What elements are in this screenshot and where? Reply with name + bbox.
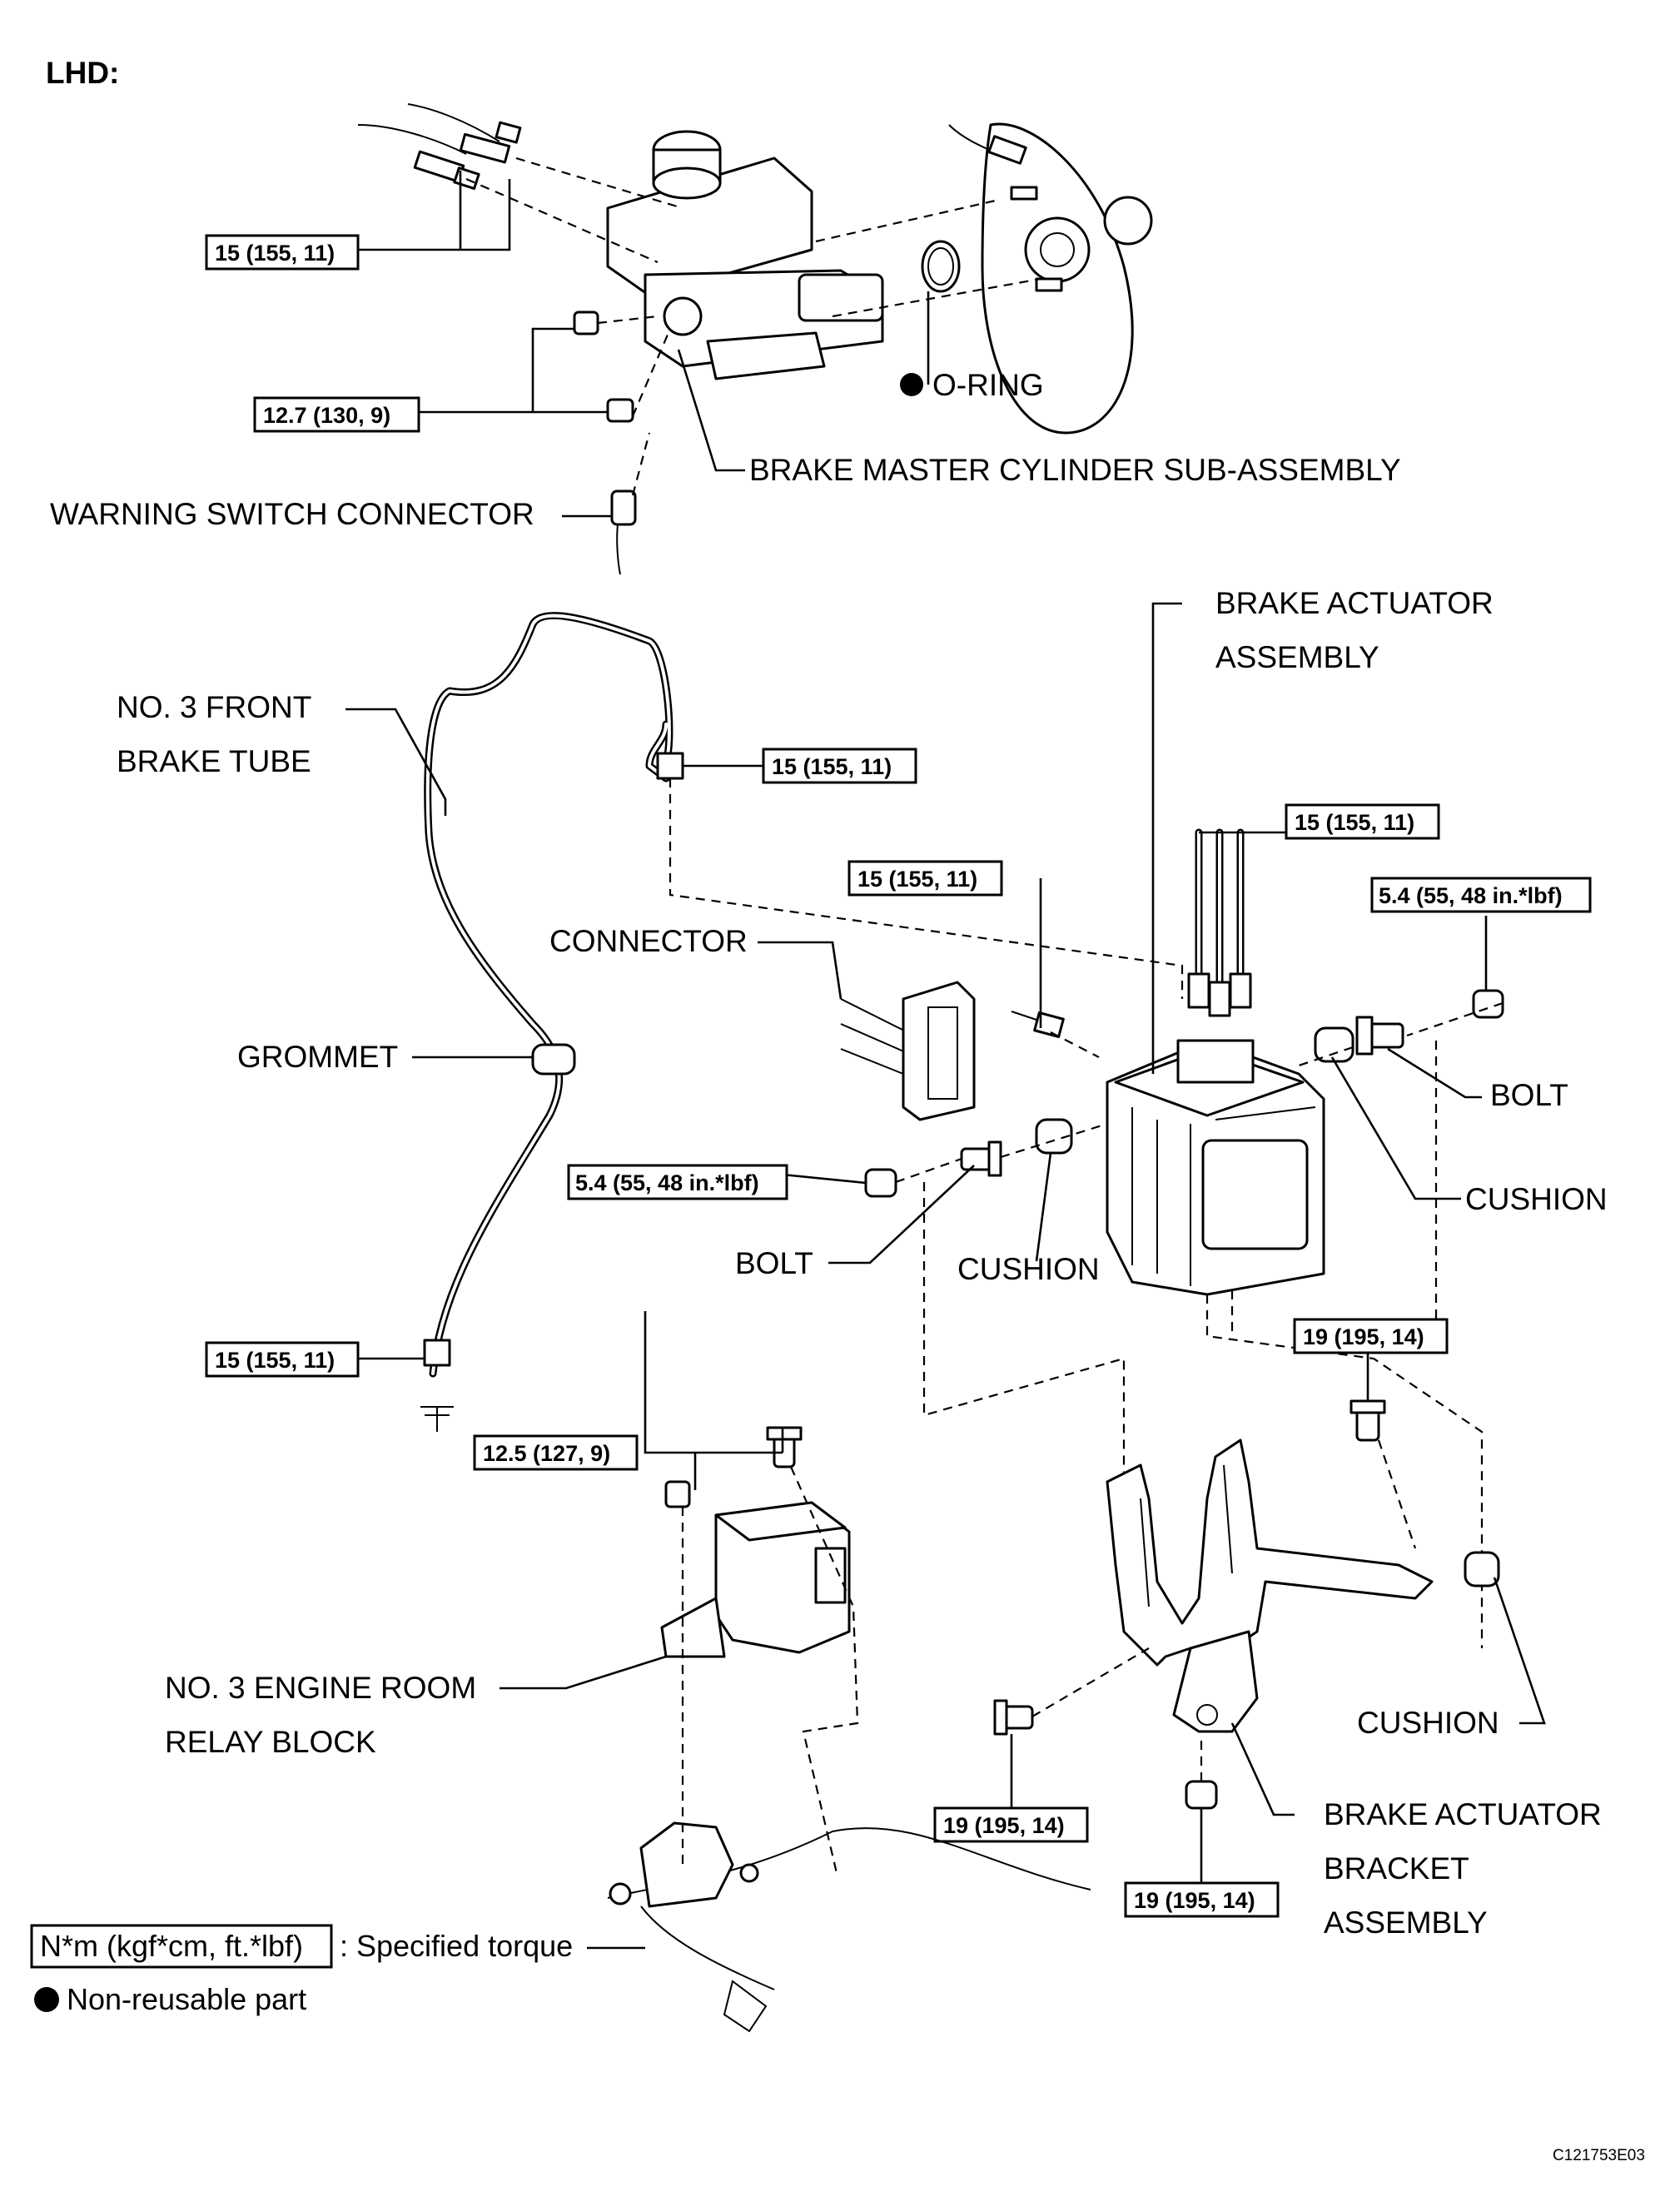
legend-nonreusable-text: Non-reusable part	[67, 1982, 306, 2016]
legend-torque-box-text: N*m (kgf*cm, ft.*lbf)	[40, 1929, 303, 1963]
svg-text:15 (155, 11): 15 (155, 11)	[857, 867, 977, 892]
lhd-heading: LHD:	[46, 56, 119, 90]
bracket-label-1: BRAKE ACTUATOR	[1324, 1797, 1602, 1831]
actuator-top-fittings-illustration	[1187, 828, 1252, 1017]
cushion-right-label: CUSHION	[1465, 1182, 1608, 1216]
bolt-right-illustration	[1355, 1016, 1404, 1056]
cushion-bottom-label: CUSHION	[1357, 1706, 1499, 1740]
cushion-left-illustration	[1035, 1118, 1073, 1155]
bracket-nut-bottom-illustration	[1185, 1780, 1218, 1810]
torque-box-actuator-top: 15 (155, 11)	[1285, 803, 1440, 840]
brake-booster-illustration	[948, 122, 1153, 435]
relay-block-label-1: NO. 3 ENGINE ROOM	[165, 1671, 476, 1705]
relay-block-nuts-illustration	[664, 1426, 803, 1508]
relay-block-illustration	[660, 1501, 851, 1658]
torque-box-relay-nuts: 12.5 (127, 9)	[473, 1434, 639, 1471]
bracket-label-3: ASSEMBLY	[1324, 1905, 1488, 1940]
cushion-bottom-illustration	[1464, 1551, 1500, 1587]
svg-text:15 (155, 11): 15 (155, 11)	[1295, 810, 1414, 835]
connector-illustration	[840, 981, 976, 1121]
bracket-bolt-left-illustration	[993, 1699, 1034, 1736]
svg-text:5.4 (55, 48 in.*lbf): 5.4 (55, 48 in.*lbf)	[575, 1170, 759, 1195]
legend-torque-desc: : Specified torque	[340, 1929, 573, 1963]
actuator-label-1: BRAKE ACTUATOR	[1215, 586, 1494, 620]
warning-switch-connector-illustration	[610, 489, 637, 575]
svg-text:19 (195, 14): 19 (195, 14)	[1134, 1888, 1255, 1913]
brake-lines-upper-illustration	[357, 103, 522, 191]
torque-box-nut-left: 5.4 (55, 48 in.*lbf)	[567, 1164, 788, 1200]
legend-nonreusable: Non-reusable part	[34, 1982, 306, 2016]
svg-text:5.4 (55, 48 in.*lbf): 5.4 (55, 48 in.*lbf)	[1379, 883, 1563, 908]
figure-code: C121753E03	[1553, 2147, 1645, 2164]
svg-text:19 (195, 14): 19 (195, 14)	[943, 1813, 1065, 1838]
svg-text:15 (155, 11): 15 (155, 11)	[772, 754, 892, 779]
svg-text:15 (155, 11): 15 (155, 11)	[215, 1348, 335, 1373]
o-ring-illustration	[921, 240, 961, 293]
legend-torque: N*m (kgf*cm, ft.*lbf) : Specified torque	[30, 1924, 645, 1969]
connector-label: CONNECTOR	[549, 924, 748, 958]
nonreusable-mark-icon	[900, 373, 923, 396]
front-brake-tube-label-1: NO. 3 FRONT	[117, 690, 311, 724]
bolt-right-label: BOLT	[1490, 1078, 1568, 1112]
bolt-left-label: BOLT	[735, 1246, 813, 1280]
torque-box-tube-upper: 15 (155, 11)	[762, 748, 917, 784]
bracket-illustration	[1106, 1438, 1434, 1733]
torque-box-bracket-nut-bottom: 19 (195, 14)	[1124, 1881, 1280, 1918]
master-cylinder-illustration	[606, 130, 884, 380]
grommet-label: GROMMET	[237, 1040, 398, 1074]
master-cylinder-nuts-illustration	[573, 311, 634, 423]
torque-box-bracket-bolt-left: 19 (195, 14)	[933, 1806, 1089, 1843]
torque-box-master-nuts: 12.7 (130, 9)	[253, 396, 420, 433]
svg-text:19 (195, 14): 19 (195, 14)	[1303, 1324, 1424, 1349]
o-ring-label: O-RING	[932, 368, 1044, 402]
relay-block-label-2: RELAY BLOCK	[165, 1725, 376, 1759]
torque-box-bracket-bolt-top: 19 (195, 14)	[1293, 1318, 1449, 1354]
torque-box-nut-right: 5.4 (55, 48 in.*lbf)	[1370, 877, 1592, 913]
bracket-bolt-top-illustration	[1349, 1399, 1386, 1442]
svg-text:12.7 (130, 9): 12.7 (130, 9)	[263, 403, 390, 428]
torque-box-tube-lower: 15 (155, 11)	[205, 1341, 360, 1378]
torque-box-master-lines: 15 (155, 11)	[205, 234, 360, 271]
nonreusable-legend-icon	[34, 1987, 59, 2012]
svg-text:12.5 (127, 9): 12.5 (127, 9)	[483, 1441, 610, 1466]
cushion-left-label: CUSHION	[957, 1252, 1100, 1286]
bracket-label-2: BRACKET	[1324, 1851, 1469, 1886]
brake-actuator-illustration	[1106, 1039, 1325, 1296]
bolt-left-illustration	[960, 1140, 1002, 1177]
body-panel-illustration	[607, 1821, 1091, 2033]
cushion-right-illustration	[1314, 1026, 1354, 1063]
actuator-side-fitting-illustration	[1011, 1011, 1065, 1039]
front-brake-tube-label-2: BRAKE TUBE	[117, 744, 311, 778]
torque-box-actuator-side: 15 (155, 11)	[847, 860, 1003, 897]
nut-left-illustration	[864, 1168, 897, 1198]
actuator-label-2: ASSEMBLY	[1215, 640, 1379, 674]
warning-switch-connector-label: WARNING SWITCH CONNECTOR	[50, 497, 534, 531]
master-cylinder-label: BRAKE MASTER CYLINDER SUB-ASSEMBLY	[749, 453, 1401, 487]
svg-text:15 (155, 11): 15 (155, 11)	[215, 241, 335, 266]
front-brake-tube-illustration	[420, 612, 684, 1432]
